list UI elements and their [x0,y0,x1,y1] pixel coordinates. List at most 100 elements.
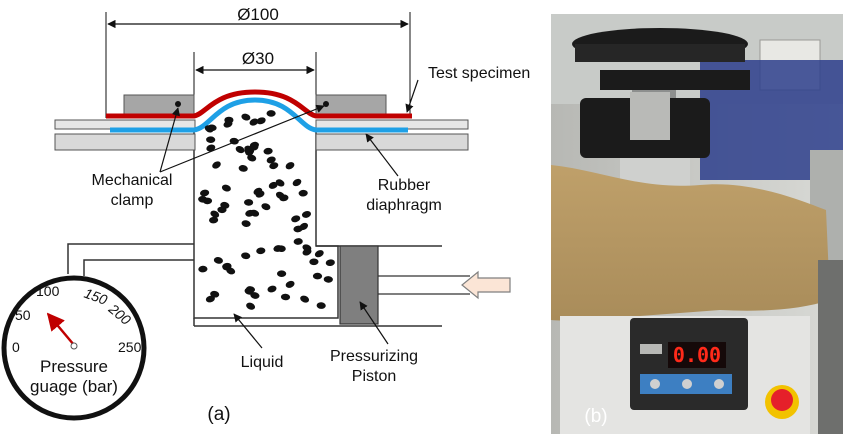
display-value: 0.00 [673,343,721,367]
liquid-particle [210,210,220,218]
liquid-particle [256,247,266,255]
liquid-particle [202,197,213,205]
liquid-particle [275,191,285,199]
push-arrow [461,270,511,300]
liquid-particle [323,276,333,283]
liquid-particle [221,184,231,192]
liquid-particle [198,265,208,273]
gauge-tick-250: 250 [118,339,142,355]
label-mechanical-clamp-2: clamp [111,192,154,209]
liquid-particle [266,156,276,164]
liquid-particle [204,125,214,133]
liquid-particle [291,215,301,223]
liquid-particle [247,154,257,162]
caption-b: (b) [584,406,607,427]
liquid-particle [267,285,277,293]
label-rubber-1: Rubber [378,177,431,194]
pressure-display [668,342,726,368]
liquid-particle [263,147,273,155]
liquid-particle [250,292,260,299]
liquid-particle [244,145,254,153]
dimension-outer-label: Ø100 [237,5,279,24]
liquid-particle [213,257,223,264]
pressurizing-piston [339,245,379,325]
fabric-specimen [551,165,830,321]
liquid-particle [209,216,219,224]
label-liquid: Liquid [241,354,284,371]
liquid-particle [261,203,271,211]
panel-a-schematic: Ø100 Ø30 [1,5,530,425]
panel-b-photo: 0.00 (b) [551,14,843,434]
liquid-particle [266,110,276,117]
dimension-outer: Ø100 [105,5,411,118]
gauge-tick-0: 0 [12,339,20,355]
leader-lines [159,79,419,349]
caption-a: (a) [207,404,230,425]
liquid-particle [244,287,254,295]
liquid-particle [314,250,324,258]
piston-cylinder [193,245,470,327]
liquid-particle [256,117,266,125]
liquid-particle [277,270,287,278]
liquid-particle [241,220,251,227]
liquid-particle [299,222,309,231]
gauge-tick-150: 150 [82,285,110,308]
dimension-inner: Ø30 [193,49,317,118]
liquid-particle [220,201,230,209]
liquid-particle [273,245,283,252]
liquid-particle [309,258,319,266]
liquid-chamber [193,130,339,319]
liquid-particle [238,165,248,172]
gauge-tick-50: 50 [15,307,31,323]
liquid-particle [280,293,291,301]
label-mechanical-clamp-1: Mechanical [92,172,173,189]
liquid-particle [285,280,295,288]
liquid-particle [206,144,216,152]
gauge-label-1: Pressure [40,357,108,376]
liquid-particle [246,302,256,310]
liquid-particle [269,162,279,170]
mechanical-clamp-left [123,94,195,116]
liquid-particle [292,178,302,187]
liquid-particle [223,120,233,128]
liquid-particle [212,161,221,169]
gauge-tick-100: 100 [36,283,60,299]
gauge-label-2: guage (bar) [30,377,118,396]
liquid-particle [312,272,323,280]
liquid-particle [298,189,308,197]
liquid-particle [325,259,335,267]
base-plates [54,119,469,151]
liquid-particle [302,248,312,256]
liquid-particle [241,113,251,121]
liquid-particle [253,187,263,196]
label-piston-2: Piston [352,368,396,385]
liquid-particle [200,189,210,197]
label-piston-1: Pressurizing [330,348,418,365]
liquid-particle [235,146,245,154]
liquid-particle [222,262,232,270]
liquid-particle [205,295,215,303]
liquid-particle [226,267,236,275]
liquid-particles [198,110,335,310]
dimension-inner-label: Ø30 [242,49,274,68]
rubber-diaphragm [110,97,408,133]
liquid-particle [275,179,285,187]
label-rubber-2: diaphragm [366,197,442,214]
liquid-particle [268,181,278,189]
liquid-particle [244,199,254,206]
liquid-particle [301,210,312,218]
gauge-needle [46,312,75,346]
pressure-gauge: 0 50 100 150 200 250 Pressure guage (bar… [1,275,147,421]
liquid-particle [293,238,303,245]
liquid-particle [249,118,259,126]
liquid-particle [300,295,310,303]
liquid-particle [206,136,216,144]
liquid-particle [241,252,251,260]
liquid-particle [316,302,326,309]
liquid-particle [245,209,255,217]
liquid-particle [210,290,220,298]
label-test-specimen: Test specimen [428,65,530,82]
liquid-particle [285,162,295,170]
gauge-pipe [67,243,194,276]
